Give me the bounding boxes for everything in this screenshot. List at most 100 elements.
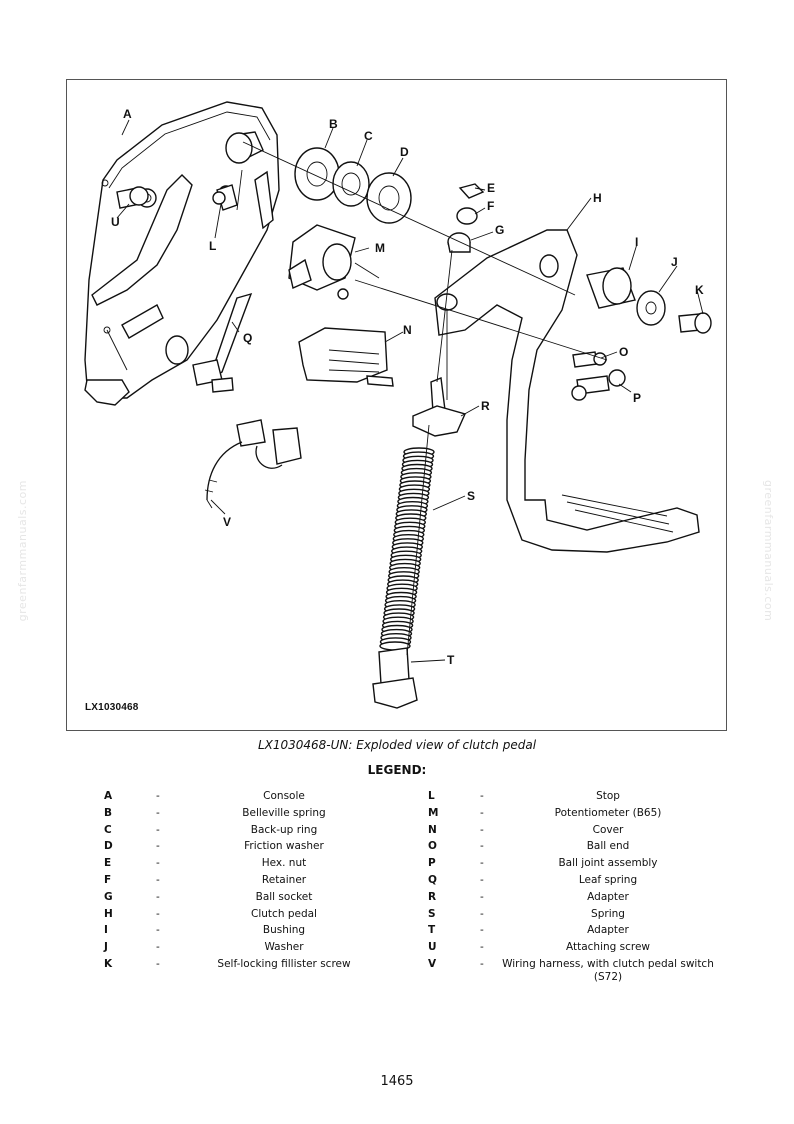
legend-row: A-Console xyxy=(104,789,434,806)
attaching-screw-part xyxy=(116,186,149,209)
legend-row: D-Friction washer xyxy=(104,839,434,856)
legend-dash: - xyxy=(156,823,160,836)
legend-row: G-Ball socket xyxy=(104,890,434,907)
legend-row: U-Attaching screw xyxy=(428,940,758,957)
clutch-pedal-part xyxy=(434,229,700,553)
legend-key: L xyxy=(428,790,435,802)
callout-s: S xyxy=(467,489,475,503)
legend-desc: Back-up ring xyxy=(250,823,318,836)
legend-key: P xyxy=(428,857,436,870)
legend-desc: Cover xyxy=(592,823,624,836)
ball-end-joint xyxy=(571,351,626,401)
legend-dash: - xyxy=(156,890,160,903)
bushing-washer-screw xyxy=(586,267,712,334)
legend-row: V-Wiring harness, with clutch pedal swit… xyxy=(428,957,758,983)
callout-n: N xyxy=(403,323,412,337)
leaf-spring-part xyxy=(192,292,253,393)
legend-desc: Adapter xyxy=(587,890,629,903)
legend-dash: - xyxy=(156,924,160,937)
legend-dash: - xyxy=(156,840,160,853)
legend-dash: - xyxy=(156,941,160,954)
legend-key: C xyxy=(104,823,112,836)
legend-desc: Adapter xyxy=(587,924,629,937)
callout-labels: A B C D E F G H I J K L M N O P Q R S T … xyxy=(111,107,704,667)
legend-desc: Wiring harness, with clutch pedal switch… xyxy=(502,957,714,983)
legend-desc: Ball socket xyxy=(255,890,313,903)
figure-caption: LX1030468-UN: Exploded view of clutch pe… xyxy=(257,738,537,752)
watermark-left: greenfarmmanuals.com xyxy=(16,480,29,622)
legend-desc: Belleville spring xyxy=(242,806,326,819)
callout-j: J xyxy=(671,255,678,269)
legend-key: F xyxy=(104,873,112,886)
legend-key: M xyxy=(428,806,439,819)
legend-key: E xyxy=(104,857,112,870)
callout-l: L xyxy=(209,239,216,253)
legend-key: K xyxy=(104,957,113,970)
potentiometer-part xyxy=(288,224,380,300)
legend-dash: - xyxy=(480,806,484,819)
legend-desc: Spring xyxy=(591,907,625,920)
legend-row: L-Stop xyxy=(428,789,758,806)
legend-dash: - xyxy=(156,857,160,870)
legend-row: H-Clutch pedal xyxy=(104,907,434,924)
legend-dash: - xyxy=(156,806,160,819)
adapter-t-part xyxy=(372,647,418,709)
page-number: 1465 xyxy=(380,1074,414,1089)
legend-dash: - xyxy=(156,957,160,970)
legend-key: O xyxy=(428,840,437,853)
callout-c: C xyxy=(364,129,373,143)
legend-dash: - xyxy=(156,907,160,920)
callout-p: P xyxy=(633,391,641,405)
legend-key: B xyxy=(104,806,113,819)
watermark-right: greenfarmmanuals.com xyxy=(762,480,775,622)
legend-row: B - Belleville spring xyxy=(104,806,434,823)
washers-bcd xyxy=(294,147,412,224)
legend-dash: - xyxy=(156,873,160,886)
callout-v: V xyxy=(223,515,231,529)
callout-a: A xyxy=(123,107,132,121)
legend-dash: - xyxy=(480,941,484,954)
legend-dash: - xyxy=(480,924,484,937)
legend-row: J-Washer xyxy=(104,940,434,957)
legend-row: R-Adapter xyxy=(428,890,758,907)
callout-g: G xyxy=(495,223,504,237)
leader-lines xyxy=(116,119,704,663)
legend-row: M-Potentiometer (B65) xyxy=(428,806,758,823)
legend-key: D xyxy=(104,840,113,853)
legend-key: I xyxy=(104,924,108,937)
legend-dash: - xyxy=(480,890,484,903)
legend-dash: - xyxy=(480,823,484,836)
spring-part xyxy=(379,447,435,651)
legend-desc: Self-locking fillister screw xyxy=(217,957,351,970)
legend-row: P-Ball joint assembly xyxy=(428,856,758,873)
legend-title: LEGEND: xyxy=(367,763,427,777)
legend-dash: - xyxy=(480,840,484,853)
legend-row: O - Ball end xyxy=(428,839,758,856)
callout-d: D xyxy=(400,145,409,159)
legend-key: N xyxy=(428,823,437,836)
wiring-harness-part xyxy=(204,419,302,509)
callout-k: K xyxy=(695,283,704,297)
legend-key: S xyxy=(428,907,436,920)
legend-desc: Leaf spring xyxy=(578,873,638,886)
stop-part xyxy=(212,184,238,211)
legend-desc: Retainer xyxy=(261,873,307,886)
console-part xyxy=(84,101,280,406)
nut-retainer-socket xyxy=(447,183,485,253)
legend-row: Q-Leaf spring xyxy=(428,873,758,890)
legend-desc: Ball end xyxy=(586,840,630,853)
legend-row: S-Spring xyxy=(428,907,758,924)
legend-desc: Hex. nut xyxy=(261,857,307,870)
legend-desc: Clutch pedal xyxy=(251,907,317,920)
legend-dash: - xyxy=(480,957,484,970)
callout-r: R xyxy=(481,399,490,413)
callout-t: T xyxy=(447,653,455,667)
cover-part xyxy=(298,327,394,387)
callout-e: E xyxy=(487,181,495,195)
callout-f: F xyxy=(487,199,494,213)
callout-u: U xyxy=(111,215,120,229)
legend-row: F - Retainer xyxy=(104,873,434,890)
legend-row: I-Bushing xyxy=(104,923,434,940)
exploded-view-figure: A B C D E F G H I J K L M N O P Q R S T … xyxy=(66,79,727,731)
legend-key: J xyxy=(104,941,108,954)
